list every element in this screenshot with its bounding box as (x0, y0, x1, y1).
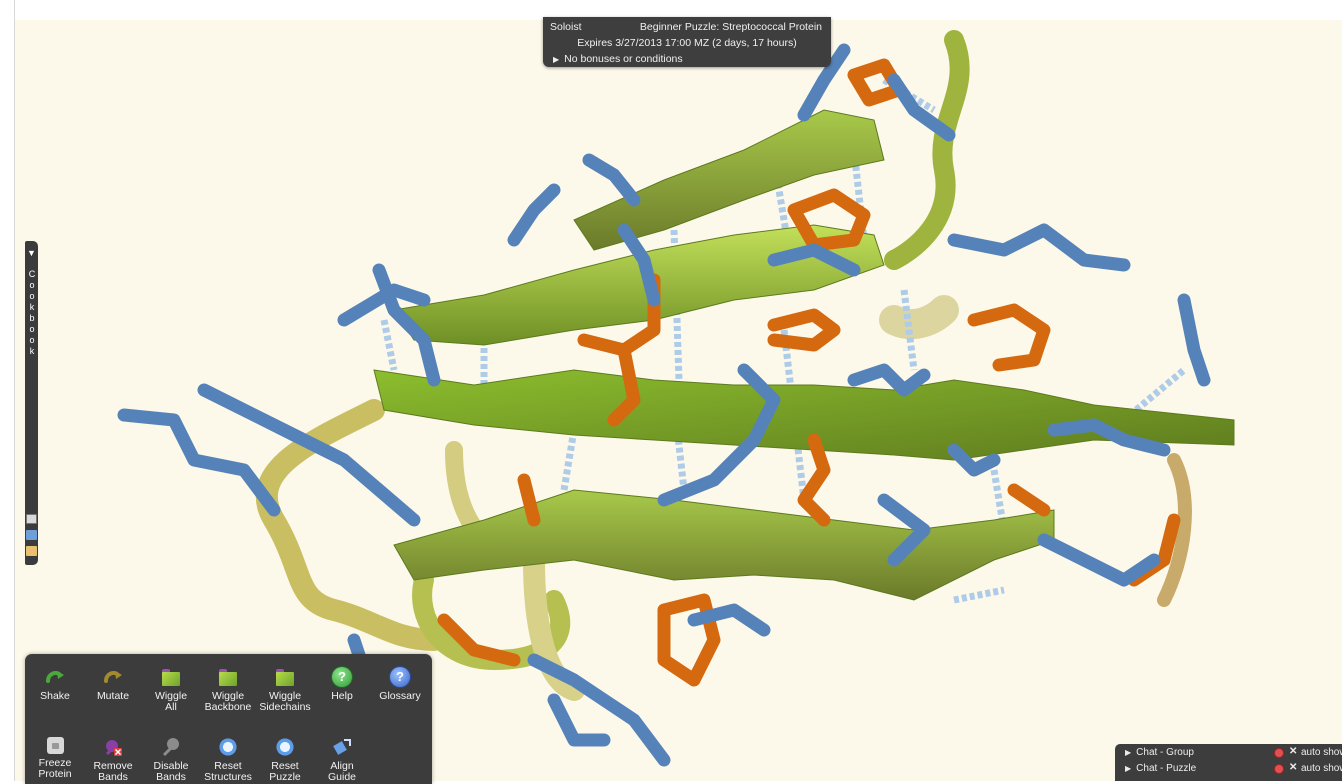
new-recipe-icon[interactable] (26, 514, 37, 524)
auto-show-label[interactable]: auto show (1301, 747, 1342, 758)
player-mode: Soloist (550, 21, 582, 33)
folder-icon (161, 667, 181, 687)
shake-button[interactable]: Shake (26, 667, 84, 702)
align-guide-icon (332, 737, 352, 757)
glossary-button[interactable]: ? Glossary (379, 667, 421, 702)
triangle-down-icon[interactable]: ▼ (27, 248, 36, 258)
help-icon: ? (332, 667, 352, 687)
bonuses-label: No bonuses or conditions (564, 53, 683, 65)
chat-puzzle-row[interactable]: ▶ Chat - Puzzle ✕ auto show (1125, 762, 1342, 777)
puzzle-expiry: Expires 3/27/2013 17:00 MZ (2 days, 17 h… (577, 37, 797, 49)
window-top-edge (0, 0, 1342, 20)
lock-icon (46, 737, 64, 754)
disable-bands-icon (161, 737, 181, 757)
triangle-right-icon: ▶ (1125, 748, 1132, 757)
blue-sidechains (117, 43, 1211, 767)
cookbook-label: C o o k b o o k (28, 269, 36, 356)
close-icon[interactable]: ✕ (1289, 746, 1298, 757)
notification-icon[interactable] (1275, 749, 1283, 757)
chat-puzzle-label: Chat - Puzzle (1136, 763, 1197, 774)
auto-show-label[interactable]: auto show (1301, 763, 1342, 774)
chat-group-row[interactable]: ▶ Chat - Group ✕ auto show (1125, 746, 1342, 761)
triangle-right-icon: ▶ (553, 55, 560, 64)
window-left-edge (0, 0, 15, 781)
notification-icon[interactable] (1275, 765, 1283, 773)
loop-tubes (256, 30, 1192, 701)
reset-icon (218, 737, 238, 757)
bonuses-toggle[interactable]: ▶ No bonuses or conditions (553, 53, 683, 65)
protein-viewport[interactable] (14, 0, 1342, 781)
orange-sidechains (437, 58, 1181, 687)
puzzle-title: Beginner Puzzle: Streptococcal Protein (639, 21, 822, 33)
folder-icon (275, 667, 295, 687)
triangle-right-icon: ▶ (1125, 764, 1132, 773)
close-icon[interactable]: ✕ (1289, 762, 1298, 773)
beta-sheets (373, 109, 1235, 601)
glossary-icon: ? (390, 667, 410, 687)
remove-bands-icon (103, 737, 123, 757)
shake-icon (45, 667, 65, 687)
reset-icon (275, 737, 295, 757)
chat-group-label: Chat - Group (1136, 747, 1194, 758)
help-button[interactable]: ? Help (331, 667, 353, 702)
recipe-list-icon[interactable] (26, 530, 37, 540)
cookbook-panel[interactable]: ▼ C o o k b o o k (25, 241, 38, 565)
protein-model[interactable] (14, 0, 1342, 781)
puzzle-info-panel[interactable]: Soloist Beginner Puzzle: Streptococcal P… (543, 17, 831, 67)
mutate-button[interactable]: Mutate (84, 667, 142, 702)
mutate-icon (103, 667, 123, 687)
chat-panel: ▶ Chat - Group ✕ auto show ▶ Chat - Puzzle… (1115, 744, 1342, 781)
folder-icon (218, 667, 238, 687)
recipe-edit-icon[interactable] (26, 546, 37, 556)
